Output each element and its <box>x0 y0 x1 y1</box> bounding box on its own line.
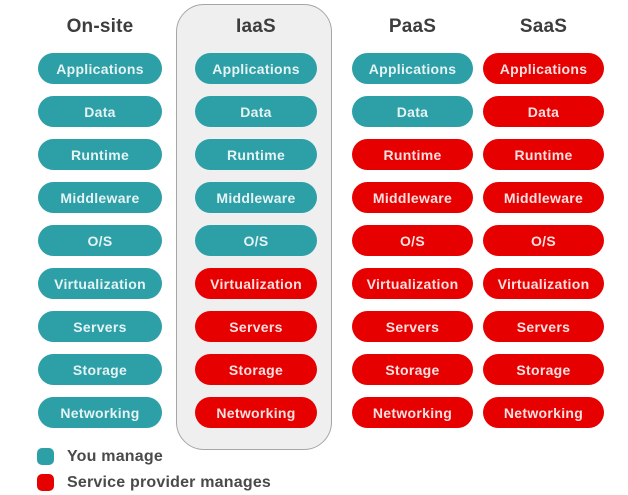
pill-networking: Networking <box>195 397 317 428</box>
pill-runtime: Runtime <box>38 139 162 170</box>
pill-data: Data <box>195 96 317 127</box>
pill-applications: Applications <box>195 53 317 84</box>
pill-runtime: Runtime <box>195 139 317 170</box>
pill-middleware: Middleware <box>352 182 473 213</box>
column-saas: SaaS Applications Data Runtime Middlewar… <box>483 0 604 440</box>
pill-applications: Applications <box>483 53 604 84</box>
you-manage-swatch-icon <box>37 448 54 465</box>
pill-middleware: Middleware <box>195 182 317 213</box>
pill-applications: Applications <box>352 53 473 84</box>
pill-storage: Storage <box>38 354 162 385</box>
pill-servers: Servers <box>352 311 473 342</box>
pill-networking: Networking <box>38 397 162 428</box>
pill-middleware: Middleware <box>38 182 162 213</box>
pill-runtime: Runtime <box>483 139 604 170</box>
pill-data: Data <box>352 96 473 127</box>
column-on-site: On-site Applications Data Runtime Middle… <box>38 0 162 440</box>
column-header-on-site: On-site <box>66 16 134 37</box>
pill-data: Data <box>483 96 604 127</box>
pill-data: Data <box>38 96 162 127</box>
column-header-iaas: IaaS <box>236 16 276 37</box>
pill-networking: Networking <box>483 397 604 428</box>
pill-virtualization: Virtualization <box>195 268 317 299</box>
legend-item-provider-manages: Service provider manages <box>37 474 271 491</box>
legend-item-you-manage: You manage <box>37 448 271 465</box>
column-iaas: IaaS Applications Data Runtime Middlewar… <box>195 0 317 440</box>
pill-applications: Applications <box>38 53 162 84</box>
legend: You manage Service provider manages <box>37 448 271 495</box>
pill-os: O/S <box>195 225 317 256</box>
column-header-paas: PaaS <box>388 16 437 37</box>
column-header-saas: SaaS <box>519 16 568 37</box>
pill-storage: Storage <box>195 354 317 385</box>
pill-runtime: Runtime <box>352 139 473 170</box>
column-paas: PaaS Applications Data Runtime Middlewar… <box>352 0 473 440</box>
pill-virtualization: Virtualization <box>352 268 473 299</box>
pill-os: O/S <box>352 225 473 256</box>
legend-label: Service provider manages <box>67 473 272 491</box>
pill-os: O/S <box>483 225 604 256</box>
legend-label: You manage <box>67 447 163 465</box>
pill-middleware: Middleware <box>483 182 604 213</box>
pill-os: O/S <box>38 225 162 256</box>
pill-virtualization: Virtualization <box>38 268 162 299</box>
pill-networking: Networking <box>352 397 473 428</box>
pill-servers: Servers <box>195 311 317 342</box>
pill-servers: Servers <box>483 311 604 342</box>
pill-virtualization: Virtualization <box>483 268 604 299</box>
pill-servers: Servers <box>38 311 162 342</box>
pill-storage: Storage <box>352 354 473 385</box>
pill-storage: Storage <box>483 354 604 385</box>
provider-manages-swatch-icon <box>37 474 54 491</box>
